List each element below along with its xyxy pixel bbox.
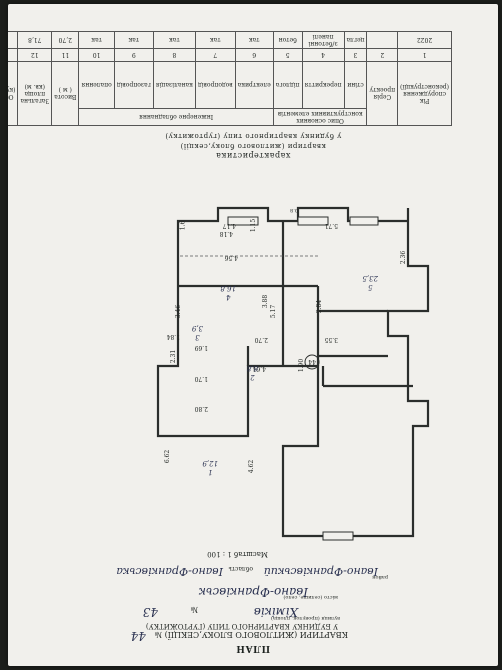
- dim-label: 1.69: [194, 344, 208, 351]
- ceiling-value: бетон: [273, 31, 303, 49]
- floor-value: з/бетонні панелі: [302, 31, 345, 49]
- col-header: Серія проекту: [366, 61, 398, 126]
- dim-label: 5.71: [324, 222, 338, 229]
- characteristics-title: характеристика: [215, 151, 291, 160]
- group-header: Опис основних конструктивних елементів: [273, 108, 367, 126]
- dim-label: 0.8: [290, 207, 298, 213]
- col-number: 10: [78, 48, 115, 62]
- dim-label: 4.62: [247, 459, 255, 474]
- room-number: 1: [207, 468, 213, 476]
- col-number: 1: [397, 48, 452, 62]
- dim-label: 2.31: [169, 349, 177, 364]
- dim-label: 5.17: [269, 304, 277, 319]
- dim-label: 4.18: [219, 230, 233, 237]
- dim-label: 2.84: [315, 299, 323, 314]
- col-number: 12: [17, 48, 52, 62]
- room-label: 5 23,5: [362, 273, 378, 291]
- dim-label: 2.36: [399, 250, 407, 265]
- apartment-marker-label: 44: [308, 358, 316, 365]
- dim-label: 1.15: [249, 218, 257, 233]
- dim-label: 3.55: [324, 336, 338, 343]
- group-header: Інженерне обладнання: [78, 108, 274, 126]
- dim-label: 3.88: [261, 294, 269, 309]
- col-header: Висота ( м ): [51, 61, 79, 126]
- equipment-value: так: [153, 31, 196, 49]
- room-area: 3,9: [191, 324, 203, 332]
- col-number: 5: [273, 48, 303, 62]
- col-header: стіни: [344, 61, 367, 109]
- room-area: 23,5: [362, 274, 378, 282]
- col-header: Рік спорудження (реконструкції): [397, 61, 452, 126]
- col-number: 3: [344, 48, 367, 62]
- dim-label: 2.80: [194, 405, 208, 412]
- plan-windows: [227, 216, 379, 541]
- room-area: 8,8: [246, 364, 258, 372]
- apartment-marker-circle: [304, 354, 320, 370]
- walls-value: цегла: [344, 31, 367, 49]
- col-header: підлога: [273, 61, 303, 109]
- window-2: [297, 216, 329, 226]
- characteristics-table: Рік спорудження (реконструкції) Серія пр…: [8, 31, 452, 126]
- col-number: 4: [302, 48, 345, 62]
- window-3: [227, 216, 259, 226]
- window-4: [349, 216, 379, 226]
- dim-label: 1.84: [166, 333, 180, 340]
- col-number: 2: [366, 48, 398, 62]
- area-value: 71,8: [17, 31, 52, 49]
- col-header: перекриття: [302, 61, 345, 109]
- floor-plan: [156, 206, 430, 541]
- room-label: 3 3,9: [192, 323, 203, 341]
- dim-label: 1.90: [297, 358, 305, 373]
- col-header: опалення: [78, 61, 115, 109]
- year-value: 2022: [397, 31, 452, 49]
- equipment-value: так: [78, 31, 115, 49]
- col-number: 6: [235, 48, 274, 62]
- col-number: 13: [8, 48, 18, 62]
- volume-value: [8, 31, 18, 49]
- window-1: [322, 531, 354, 541]
- col-header: Об'єм (куб.м): [8, 61, 18, 126]
- dim-label: 1.70: [194, 375, 208, 382]
- characteristics-subtitle: квартири (житлового блоку,секції): [180, 142, 326, 150]
- col-number: 9: [114, 48, 154, 62]
- equipment-value: так: [114, 31, 154, 49]
- characteristics-subtitle-2: у будинку квартирного типу (гуртожитку): [164, 132, 342, 140]
- dim-label: 2.70: [254, 336, 268, 343]
- equipment-value: так: [195, 31, 236, 49]
- dim-label: 4.56: [224, 254, 238, 261]
- room-label: 1 12,9: [202, 458, 218, 476]
- col-header: газопровід: [114, 61, 154, 109]
- dim-label: 3.46: [174, 304, 182, 319]
- height-value: 2,70: [51, 31, 79, 49]
- room-number: 3: [195, 333, 200, 341]
- room-label: 4 16,8: [220, 283, 236, 301]
- room-number: 5: [367, 283, 373, 291]
- room-area: 12,9: [202, 459, 218, 467]
- rotated-sheet: ПЛАН КВАРТИРИ (ЖИТЛОВОГО БЛОКУ,СЕКЦІЇ) №…: [8, 4, 498, 666]
- dim-label: 6.62: [163, 449, 171, 464]
- col-number: 7: [195, 48, 236, 62]
- room-number: 4: [225, 293, 231, 301]
- col-header: водопровід: [195, 61, 236, 109]
- series-value: [366, 31, 398, 49]
- col-header: Загальна площа (кв. м): [17, 61, 52, 126]
- plan-walls: [156, 206, 430, 538]
- col-header: каналізація: [153, 61, 196, 109]
- room-number: 2: [250, 373, 255, 381]
- dim-label: 1.6: [179, 220, 187, 231]
- col-number: 8: [153, 48, 196, 62]
- document-page: ПЛАН КВАРТИРИ (ЖИТЛОВОГО БЛОКУ,СЕКЦІЇ) №…: [8, 4, 498, 666]
- room-area: 16,8: [220, 284, 236, 292]
- col-number: 11: [51, 48, 79, 62]
- room-label: 2 8,8: [247, 363, 258, 381]
- col-header: електрика: [235, 61, 274, 109]
- equipment-value: так: [235, 31, 274, 49]
